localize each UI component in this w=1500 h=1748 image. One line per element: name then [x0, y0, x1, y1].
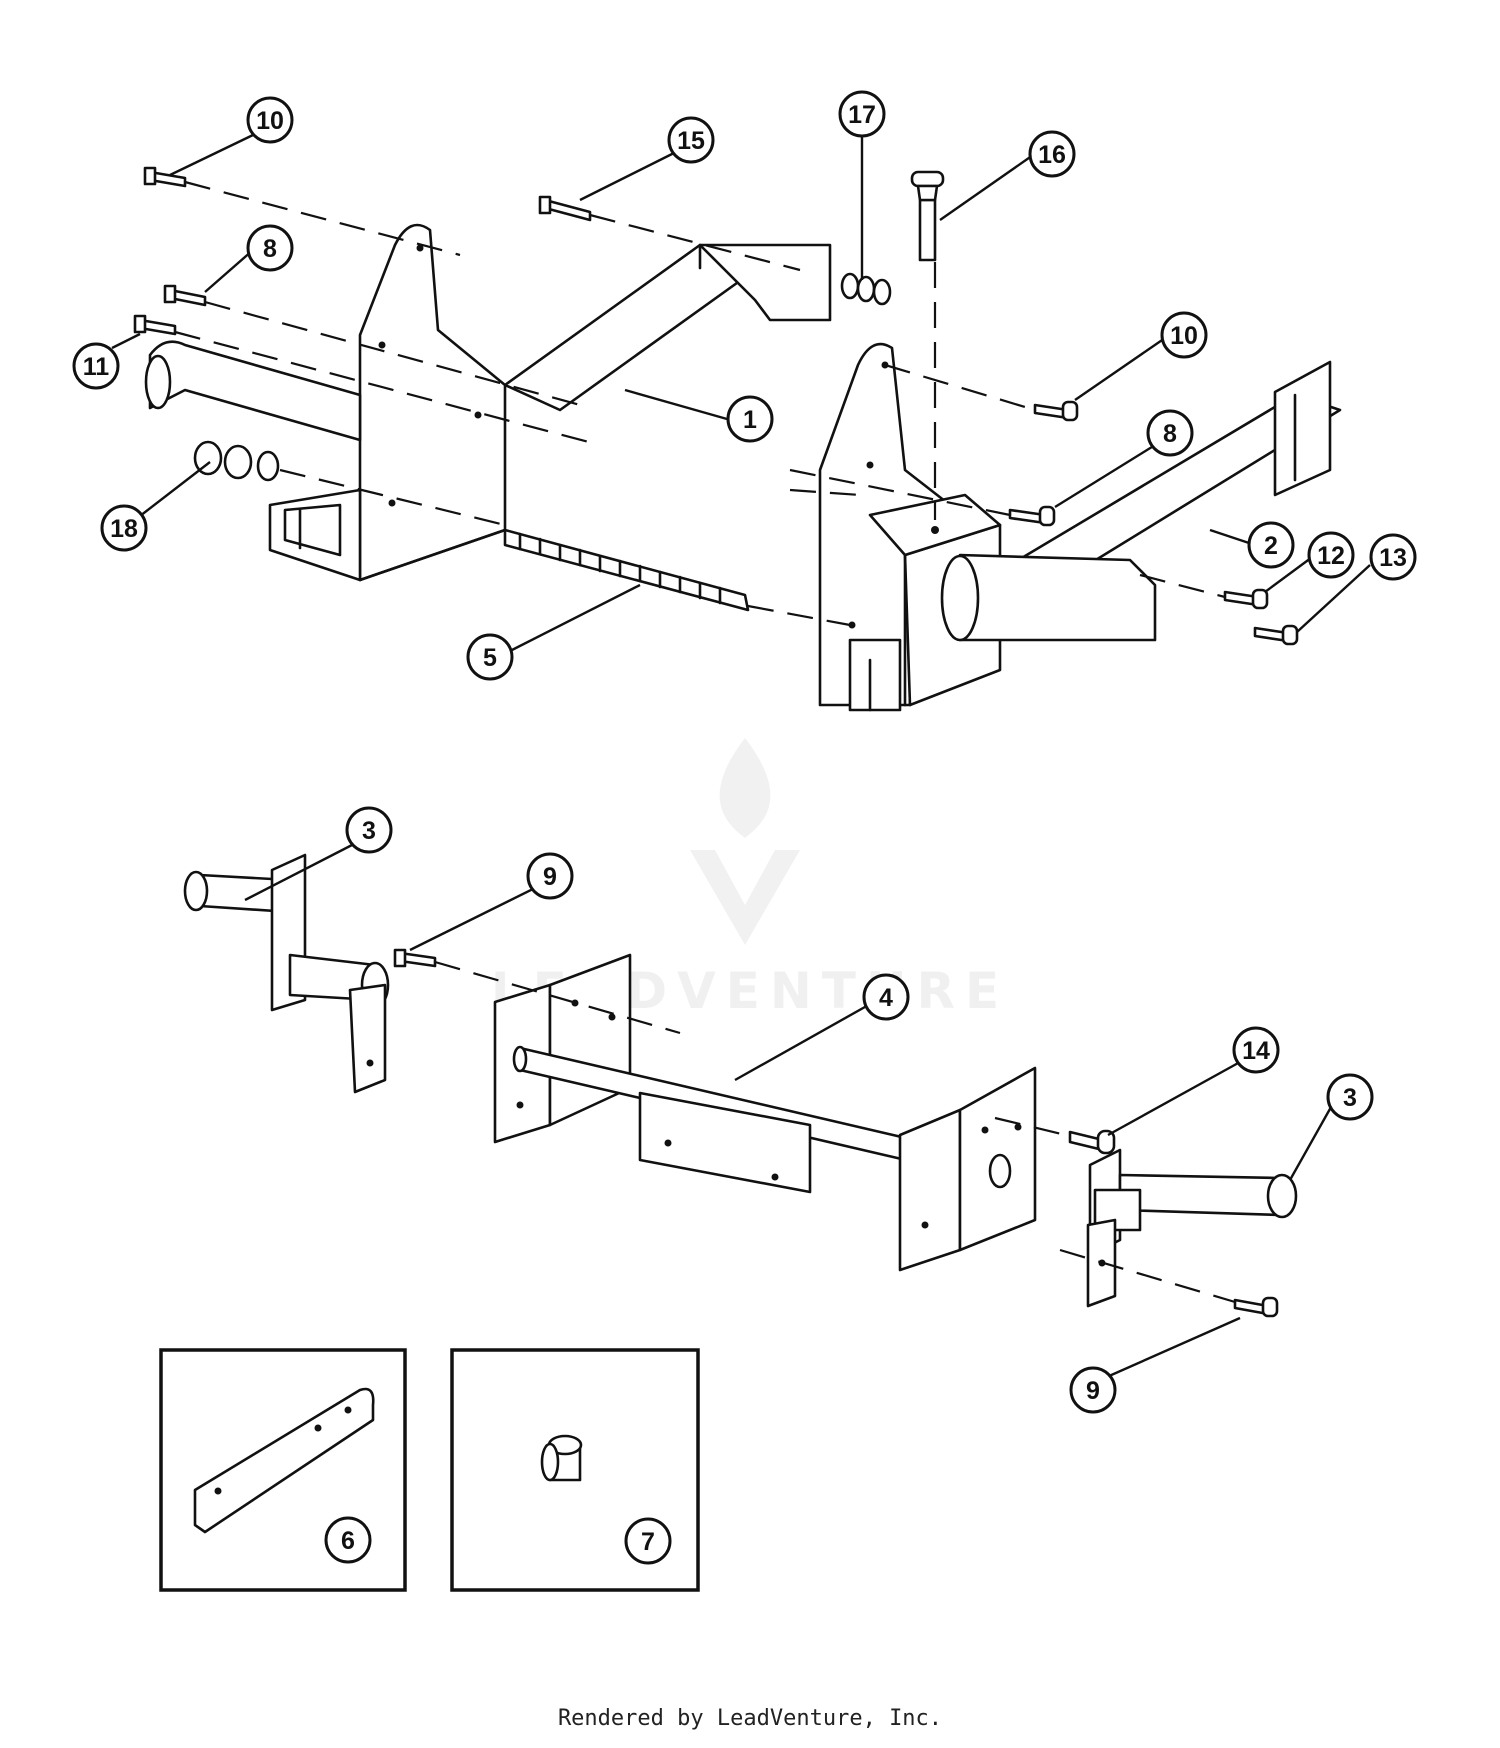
callout-6: 6 — [324, 1516, 372, 1564]
callout-10-left: 10 — [246, 96, 294, 144]
callout-18: 18 — [100, 504, 148, 552]
svg-text:5: 5 — [483, 644, 497, 672]
callout-3-right: 3 — [1326, 1073, 1374, 1121]
callout-8-right: 8 — [1146, 409, 1194, 457]
svg-text:9: 9 — [1086, 1377, 1100, 1405]
svg-text:4: 4 — [879, 984, 893, 1012]
svg-text:2: 2 — [1264, 532, 1278, 560]
callout-13: 13 — [1369, 533, 1417, 581]
part-3-right-pin-bracket — [1086, 1148, 1298, 1308]
middle-fasteners — [393, 948, 1279, 1318]
svg-text:18: 18 — [110, 515, 138, 543]
svg-text:8: 8 — [263, 235, 277, 263]
callout-8-left: 8 — [246, 224, 294, 272]
callout-15: 15 — [667, 116, 715, 164]
svg-text:13: 13 — [1379, 544, 1407, 572]
callout-9-top: 9 — [526, 852, 574, 900]
callout-5: 5 — [466, 633, 514, 681]
svg-text:6: 6 — [341, 1527, 355, 1555]
inset-box-part-6 — [159, 1348, 407, 1592]
svg-text:7: 7 — [641, 1528, 655, 1556]
part-5-threaded-rod — [503, 528, 750, 612]
callout-14: 14 — [1232, 1026, 1280, 1074]
callout-12: 12 — [1307, 531, 1355, 579]
callout-2: 2 — [1247, 521, 1295, 569]
svg-text:12: 12 — [1317, 542, 1345, 570]
svg-text:10: 10 — [1170, 322, 1198, 350]
callout-4: 4 — [862, 973, 910, 1021]
top-assembly-lines — [174, 180, 1226, 627]
top-fasteners — [133, 166, 1299, 646]
callout-1: 1 — [726, 395, 774, 443]
part-3-left-pin-bracket — [183, 853, 390, 1094]
part-1-left-frame-bracket — [144, 223, 832, 582]
callout-9-bottom: 9 — [1069, 1366, 1117, 1414]
svg-text:17: 17 — [848, 101, 876, 129]
part-4-center-bar-assembly — [493, 953, 1037, 1272]
callout-7: 7 — [624, 1517, 672, 1565]
svg-text:10: 10 — [256, 107, 284, 135]
part-2-right-frame-bracket — [818, 342, 1342, 712]
svg-text:16: 16 — [1038, 141, 1066, 169]
callout-10-right: 10 — [1160, 311, 1208, 359]
svg-text:8: 8 — [1163, 420, 1177, 448]
svg-text:11: 11 — [83, 353, 110, 381]
svg-text:1: 1 — [743, 406, 757, 434]
callout-leaders — [111, 133, 1371, 1382]
svg-text:3: 3 — [362, 817, 376, 845]
svg-text:3: 3 — [1343, 1084, 1357, 1112]
svg-text:14: 14 — [1242, 1037, 1270, 1065]
callout-3-left: 3 — [345, 806, 393, 854]
svg-text:9: 9 — [543, 863, 557, 891]
callout-11: 11 — [72, 342, 120, 390]
svg-text:15: 15 — [677, 127, 705, 155]
callout-16: 16 — [1028, 130, 1076, 178]
footer-credit: Rendered by LeadVenture, Inc. — [557, 1706, 943, 1731]
callout-17: 17 — [838, 90, 886, 138]
